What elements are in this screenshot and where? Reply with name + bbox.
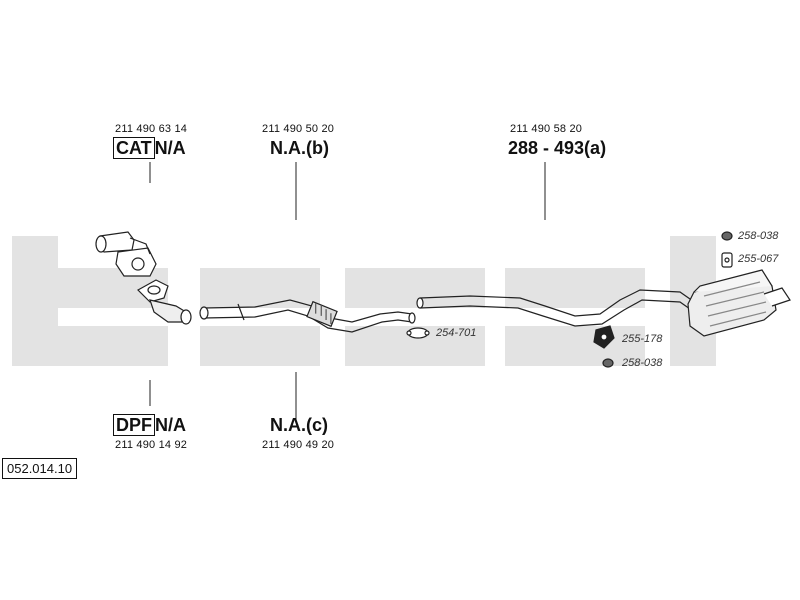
- diagram-reference: 052.014.10: [2, 458, 78, 479]
- leader-lines: [149, 162, 546, 420]
- dpf-value: N/A: [155, 415, 186, 435]
- pipe-clamp-icon: [406, 327, 430, 339]
- accessory-ref: 258-038: [622, 357, 663, 369]
- accessory-ref: 255-067: [738, 253, 779, 265]
- rear-silencer: [687, 269, 791, 337]
- accessory-ref: 254-701: [436, 327, 477, 339]
- front-pipe: [199, 299, 416, 333]
- mounting-rubber-icon: [593, 325, 615, 349]
- part-number-dpf: 211 490 14 92: [115, 439, 188, 451]
- part-number-rear-section: 211 490 58 20: [510, 123, 583, 135]
- dpf-tag: DPF: [113, 414, 155, 436]
- rear-section-label: 288 - 493(a): [508, 138, 607, 158]
- part-number-cat: 211 490 63 14: [115, 123, 188, 135]
- accessory-ref: 255-178: [622, 333, 663, 345]
- rubber-ring-icon: [721, 231, 733, 241]
- cat-tag: CAT: [113, 137, 155, 159]
- hanger-bracket-icon: [721, 252, 733, 268]
- accessory-ref: 258-038: [738, 230, 779, 242]
- catalytic-converter: [137, 279, 192, 325]
- front-pipe-label: N.A.(b): [270, 138, 329, 158]
- intermediate-pipe-label: N.A.(c): [270, 415, 328, 435]
- rubber-ring-icon: [602, 358, 614, 368]
- intermediate-pipe: [416, 289, 701, 327]
- part-number-intermediate: 211 490 49 20: [262, 439, 335, 451]
- exhaust-manifold: [95, 231, 157, 277]
- cat-value: N/A: [154, 138, 186, 158]
- part-number-front-pipe: 211 490 50 20: [262, 123, 335, 135]
